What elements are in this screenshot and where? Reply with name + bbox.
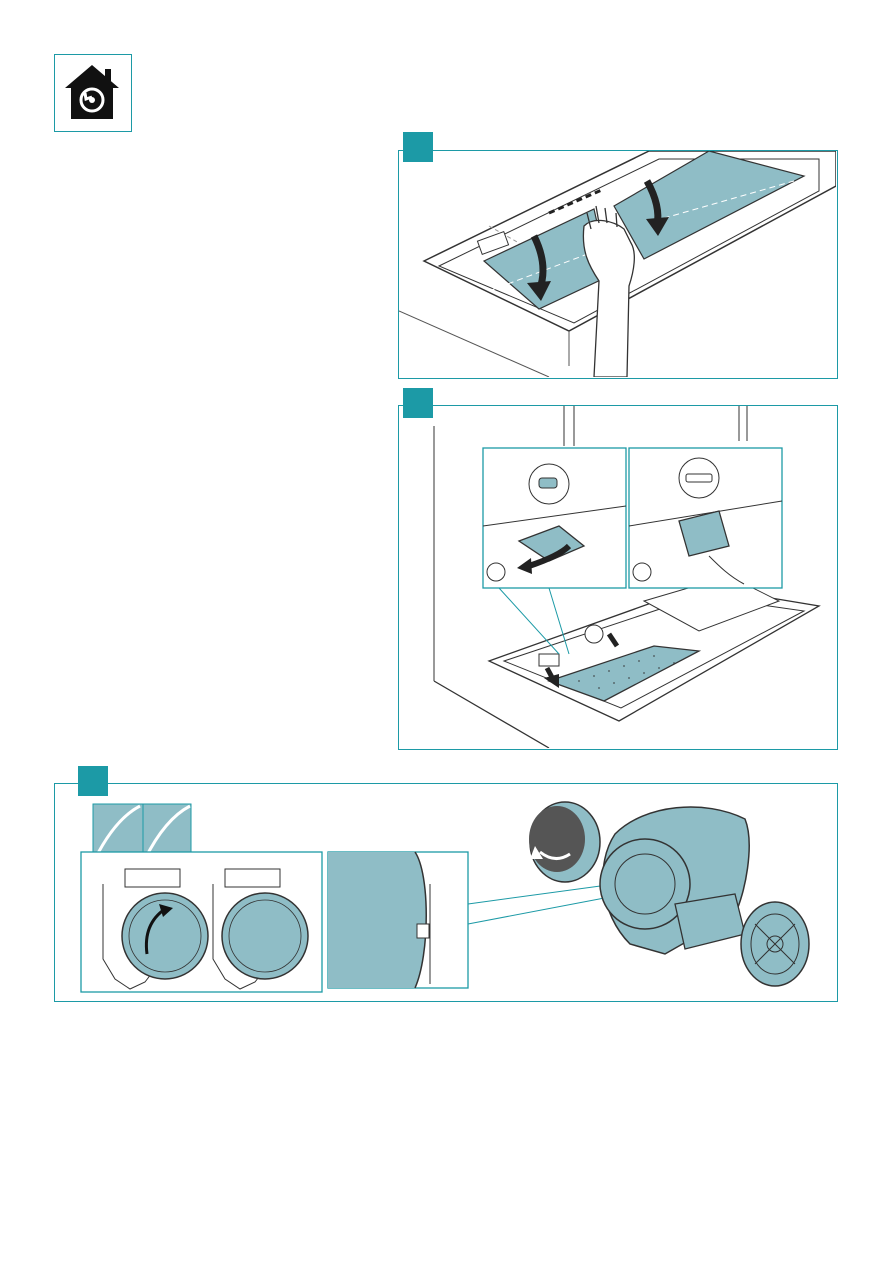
step-1-frame [398, 150, 838, 379]
recirculation-mode-icon-box [54, 54, 132, 132]
step-3-frame [54, 783, 838, 1002]
remove-grease-filter-illustration [399, 406, 836, 748]
step-2-frame [398, 405, 838, 750]
recirculation-house-icon [55, 55, 130, 130]
close-filter-panel-illustration [399, 151, 836, 377]
step-1-tab [403, 132, 433, 162]
replace-charcoal-filter-illustration [55, 784, 836, 1000]
step-2-tab [403, 388, 433, 418]
step-3-tab [78, 766, 108, 796]
